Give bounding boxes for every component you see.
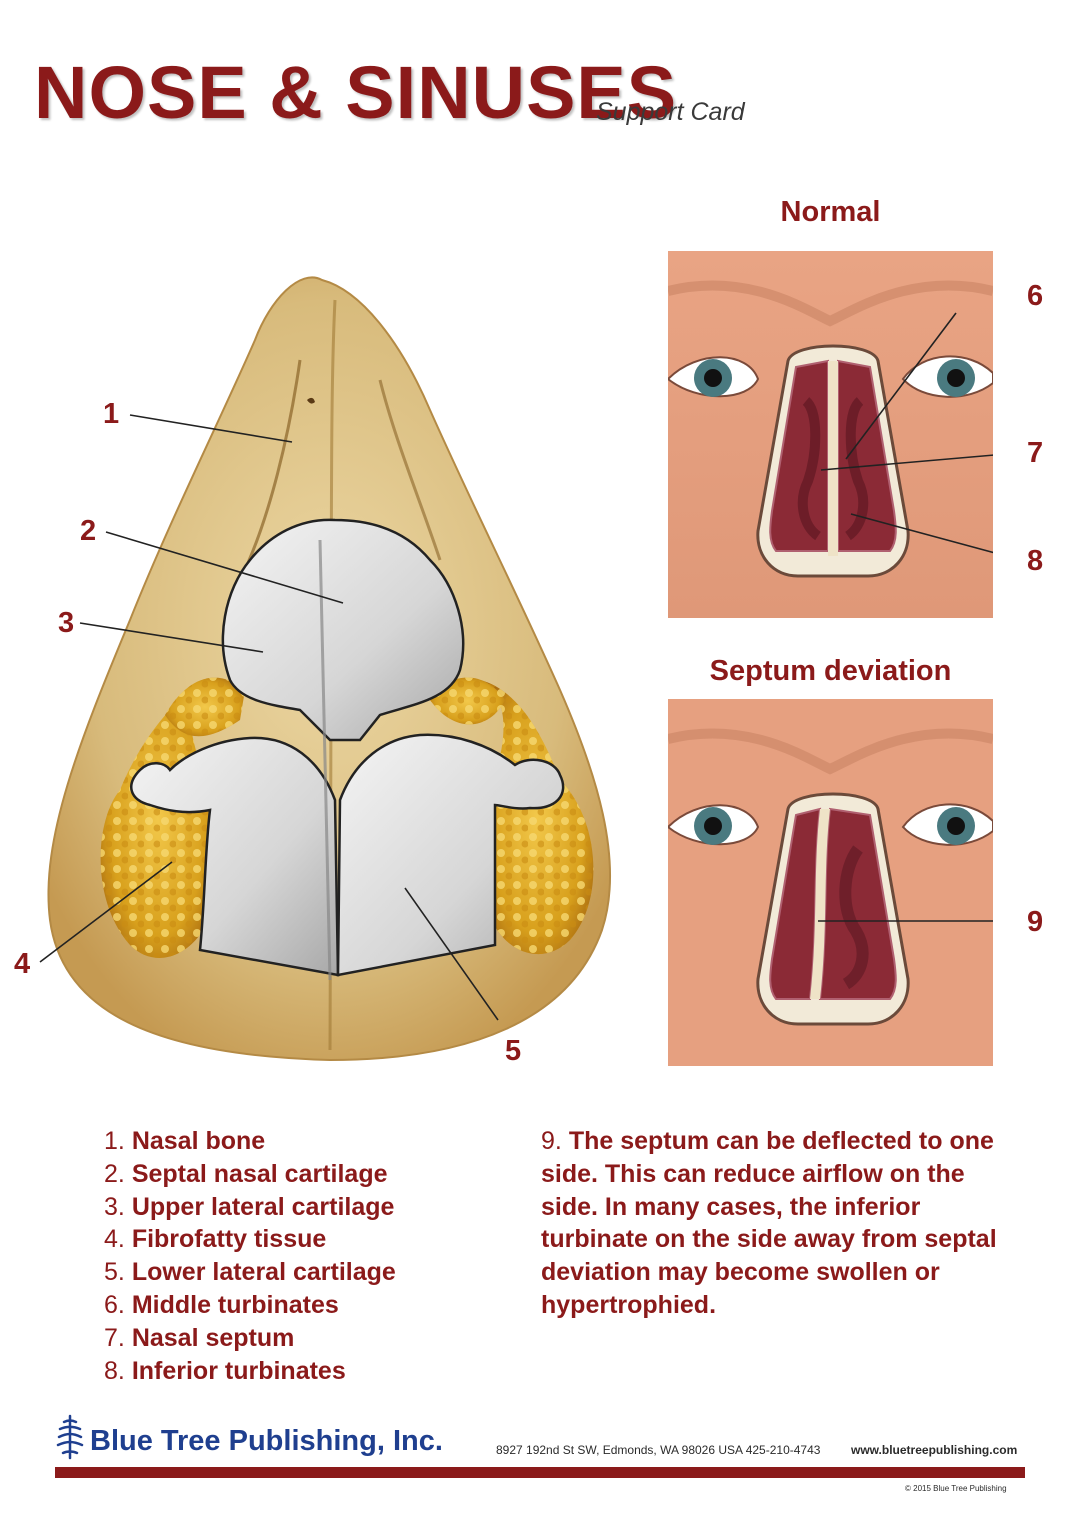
callout-2: 2 — [80, 515, 97, 547]
callout-1: 1 — [103, 398, 120, 430]
legend-list: 1. Nasal bone 2. Septal nasal cartilage … — [104, 1125, 396, 1387]
normal-nasal-cross-section — [668, 251, 993, 618]
lower-lateral-cartilage-shape — [130, 736, 340, 977]
callout-5: 5 — [505, 1035, 522, 1067]
legend-item: 5. Lower lateral cartilage — [104, 1258, 396, 1287]
deviated-septum-cross-section — [668, 699, 993, 1066]
legend-item: 6. Middle turbinates — [104, 1290, 339, 1319]
callout-6: 6 — [1027, 280, 1044, 312]
normal-panel-title: Normal — [780, 196, 881, 228]
publisher-website[interactable]: www.bluetreepublishing.com — [851, 1443, 1018, 1457]
publisher-name: Blue Tree Publishing, Inc. — [90, 1425, 443, 1457]
page-title: NOSE & SINUSES — [34, 51, 678, 134]
callout-9: 9 — [1027, 906, 1044, 938]
callout-8: 8 — [1027, 545, 1044, 577]
legend-item: 4. Fibrofatty tissue — [104, 1225, 327, 1254]
deviation-panel-title: Septum deviation — [709, 655, 952, 687]
footer-divider — [55, 1467, 1025, 1478]
legend-item: 7. Nasal septum — [104, 1323, 295, 1352]
septum-deviation-note: 9. The septum can be deflected to one si… — [541, 1127, 997, 1319]
callout-3: 3 — [58, 607, 75, 639]
upper-lateral-cartilage-shape — [221, 518, 465, 742]
page-subtitle: Support Card — [596, 98, 745, 126]
legend-item: 3. Upper lateral cartilage — [104, 1192, 395, 1221]
right-eye-2 — [901, 803, 993, 846]
publisher-address: 8927 192nd St SW, Edmonds, WA 98026 USA … — [496, 1443, 821, 1457]
tree-logo-icon — [56, 1414, 84, 1460]
legend-item: 2. Septal nasal cartilage — [104, 1159, 388, 1188]
copyright-notice: © 2015 Blue Tree Publishing — [905, 1484, 1007, 1493]
left-eye — [668, 356, 760, 398]
callout-7: 7 — [1027, 437, 1044, 469]
right-eye — [901, 355, 993, 398]
legend-item: 8. Inferior turbinates — [104, 1356, 346, 1385]
left-eye-2 — [668, 804, 760, 846]
callout-4: 4 — [14, 948, 31, 980]
legend-item: 1. Nasal bone — [104, 1127, 266, 1155]
nose-anatomy-illustration — [39, 276, 612, 1062]
